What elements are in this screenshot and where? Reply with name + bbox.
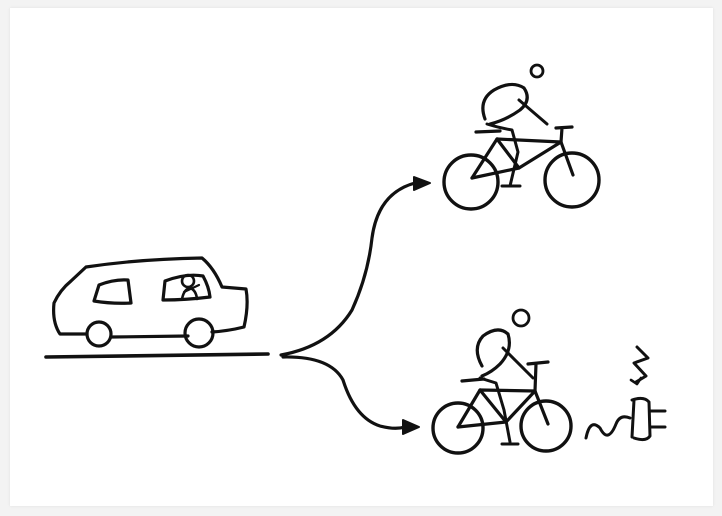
arrow-to-bicycle: [281, 183, 415, 355]
cyclist-leg: [487, 124, 518, 186]
electricity-plug-icon: [586, 347, 665, 440]
arrow-to-e-bike: [283, 357, 405, 428]
car-rear-window: [94, 280, 131, 303]
plug-cable: [586, 417, 630, 438]
car-with-driver-icon: [46, 258, 268, 357]
cyclist-on-bicycle-icon: [444, 65, 599, 209]
bicycle-front-wheel: [545, 153, 599, 207]
bicycle-seat: [476, 131, 500, 132]
cyclist-head: [531, 65, 543, 77]
cyclist-torso: [483, 84, 527, 124]
e-cyclist-head: [513, 310, 529, 326]
road-line: [46, 354, 268, 357]
bicycle-handlebar: [556, 127, 572, 142]
bicycle-rear-wheel: [444, 155, 498, 209]
e-cyclist-torso: [477, 330, 509, 376]
cyclist-on-electric-bicycle-icon: [433, 310, 571, 453]
cyclist-arm: [519, 100, 547, 124]
branch-arrows: [281, 177, 430, 434]
arrowhead-bicycle-icon: [414, 177, 430, 190]
car-underside: [112, 336, 188, 337]
driver-icon: [182, 275, 199, 299]
car-rear-wheel: [87, 322, 111, 346]
car-front-wheel: [185, 319, 213, 347]
e-bicycle-front-wheel: [521, 401, 571, 451]
e-bicycle-seat: [462, 379, 484, 381]
arrowhead-e-bike-icon: [403, 420, 419, 434]
plug-prongs: [650, 411, 665, 427]
car-body: [54, 258, 248, 334]
